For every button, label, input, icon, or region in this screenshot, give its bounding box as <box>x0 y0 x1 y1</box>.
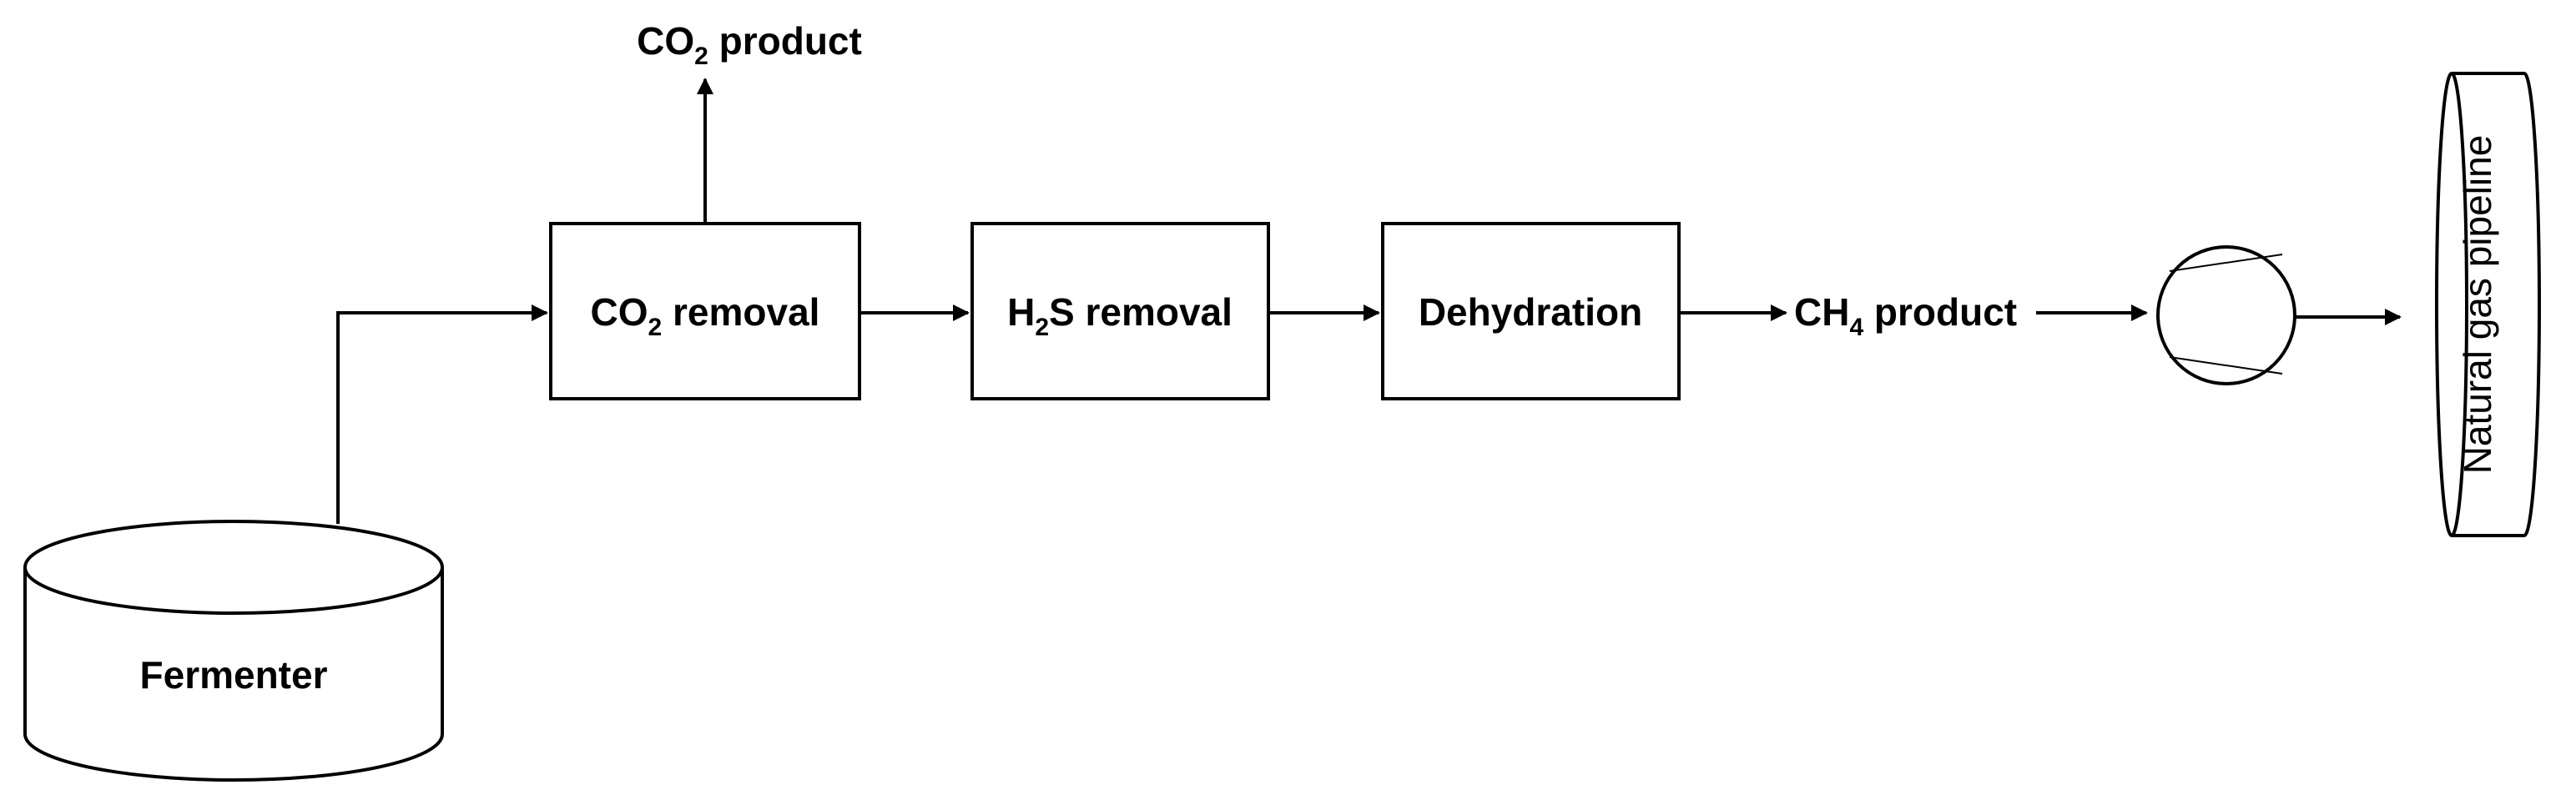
dehydration-label: Dehydration <box>1419 290 1642 334</box>
co2-removal-box: CO2 removal <box>549 222 861 400</box>
fermenter-tank: Fermenter <box>23 520 444 782</box>
co2-product-label: CO2 product <box>637 19 862 70</box>
fermenter-label: Fermenter <box>140 653 328 697</box>
h2s-removal-box: H2S removal <box>970 222 1270 400</box>
h2s-removal-label: H2S removal <box>1007 290 1233 341</box>
ch4-product-label: CH4 product <box>1794 290 2017 341</box>
natural-gas-pipeline: Natural gas pipeline <box>2435 72 2541 537</box>
fermenter-to-co2-removal-arrow <box>336 304 548 524</box>
pipeline-label: Natural gas pipeline <box>2456 135 2499 475</box>
dehydration-box: Dehydration <box>1381 222 1681 400</box>
compressor-icon <box>2156 245 2296 385</box>
co2-removal-label: CO2 removal <box>591 290 820 341</box>
